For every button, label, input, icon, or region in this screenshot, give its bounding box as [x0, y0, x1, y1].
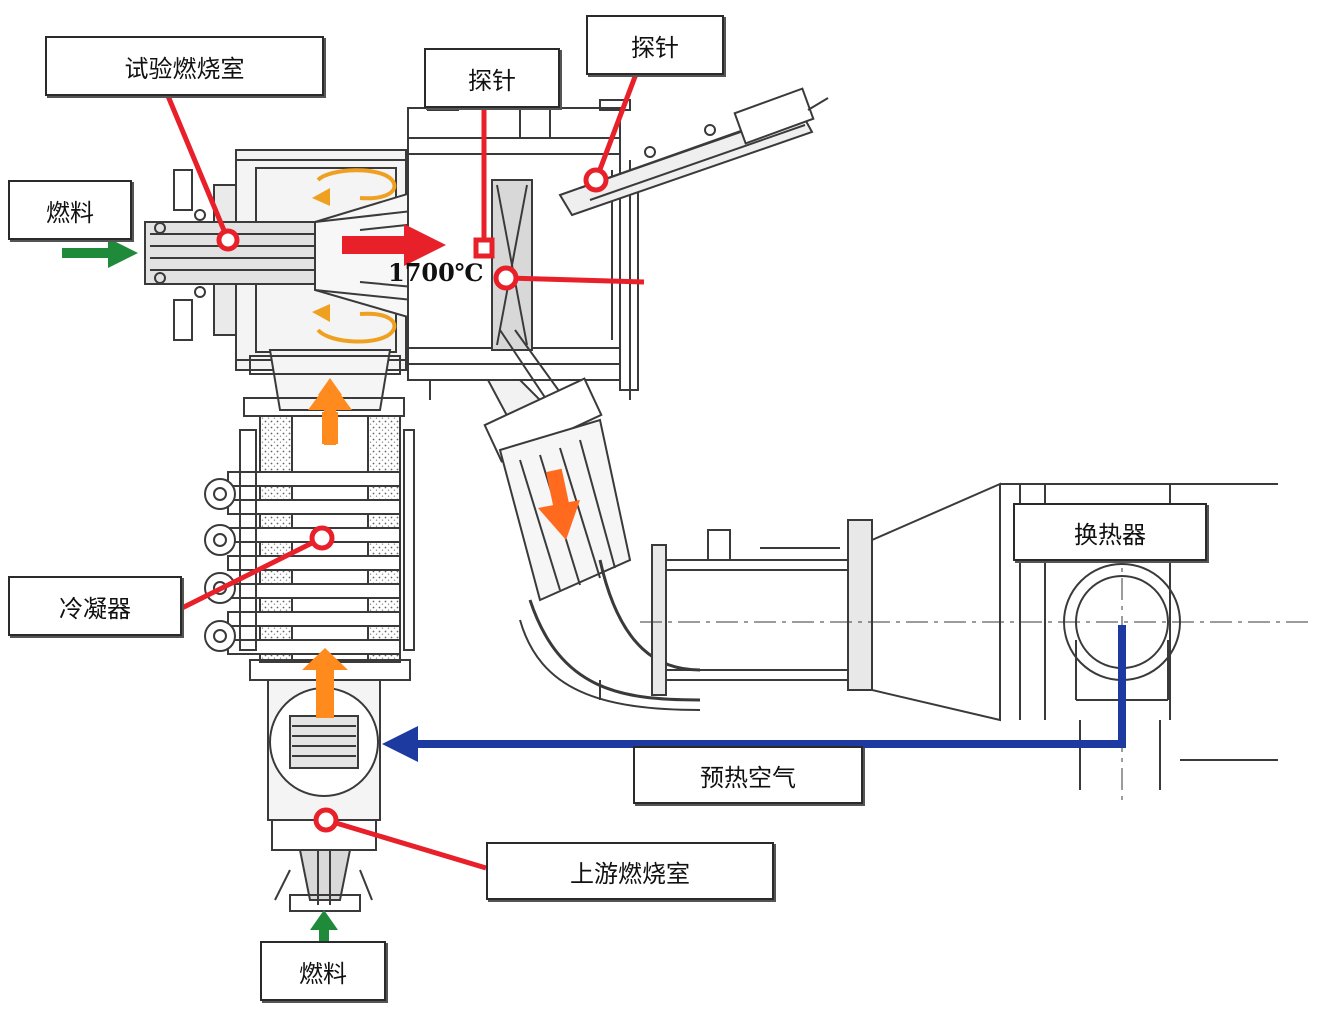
leader-dots [216, 167, 609, 833]
temperature-label: 1700℃ [388, 258, 484, 287]
hot-gas-up-arrows [302, 378, 352, 718]
condenser-label: 冷凝器 [8, 576, 182, 636]
fuel-arrows [62, 238, 338, 942]
preheated-air-label: 预热空气 [633, 746, 863, 804]
fuel-side-label: 燃料 [8, 180, 132, 240]
air-arrow-head [382, 726, 418, 762]
fuel-bottom-label: 燃料 [260, 941, 386, 1001]
heat-exchanger-label: 换热器 [1013, 503, 1207, 561]
probe-label-1: 探针 [424, 48, 560, 108]
test-chamber-label: 试验燃烧室 [45, 36, 324, 96]
main-flow-arrow [342, 224, 446, 266]
probe-label-2: 探针 [586, 15, 724, 75]
leader-lines [165, 73, 645, 871]
preheated-air-flow [415, 625, 1126, 748]
upstream-chamber-label: 上游燃烧室 [486, 842, 774, 900]
recirculation-arrows [312, 168, 397, 344]
exhaust-down-arrow [538, 468, 580, 540]
